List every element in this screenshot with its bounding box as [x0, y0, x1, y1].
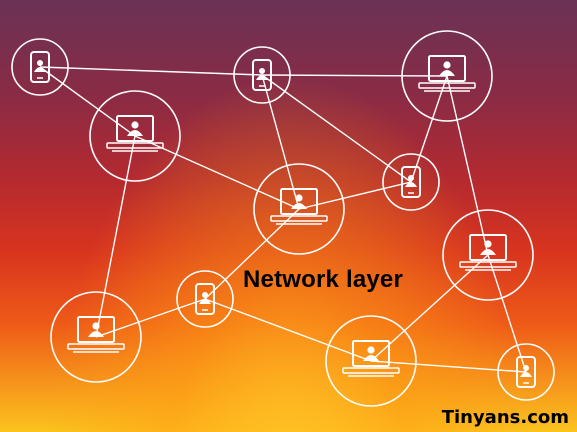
node-ring [233, 46, 291, 104]
node-laptop-bottom-left [50, 291, 142, 383]
connection-line [487, 254, 527, 373]
node-ring [382, 153, 440, 211]
smartphone-user-icon [401, 166, 421, 198]
node-ring [325, 315, 417, 407]
smartphone-user-icon [30, 51, 50, 83]
node-laptop-top-right [401, 30, 493, 122]
connection-line [261, 74, 300, 210]
laptop-user-icon [342, 340, 400, 377]
node-phone-top-left [11, 38, 69, 96]
node-ring [401, 30, 493, 122]
node-ring [497, 343, 555, 401]
connection-line [261, 74, 412, 183]
laptop-user-icon [459, 234, 517, 271]
connection-line [39, 66, 263, 76]
node-ring [253, 163, 345, 255]
node-phone-middle-right [382, 153, 440, 211]
node-laptop-right [442, 209, 534, 301]
connection-line [370, 360, 527, 373]
node-ring [11, 38, 69, 96]
node-ring [89, 90, 181, 182]
connection-line [261, 74, 448, 77]
connection-line [39, 66, 136, 137]
connection-line [134, 135, 300, 210]
node-ring [50, 291, 142, 383]
node-ring [176, 270, 234, 328]
smartphone-user-icon [195, 283, 215, 315]
node-laptop-center [253, 163, 345, 255]
laptop-user-icon [418, 55, 476, 92]
node-ring [442, 209, 534, 301]
node-laptop-upper-left [89, 90, 181, 182]
node-phone-bottom-right [497, 343, 555, 401]
smartphone-user-icon [252, 59, 272, 91]
laptop-user-icon [67, 316, 125, 353]
connection-line [410, 75, 448, 183]
connection-line [446, 75, 489, 256]
node-phone-top-center [233, 46, 291, 104]
smartphone-user-icon [516, 356, 536, 388]
connection-line [370, 254, 489, 362]
connection-line [95, 135, 136, 338]
node-laptop-bottom-center [325, 315, 417, 407]
laptop-user-icon [270, 188, 328, 225]
laptop-user-icon [106, 115, 164, 152]
watermark: Tinyans.com [441, 407, 569, 428]
connection-line [204, 298, 372, 362]
diagram-title: Network layer [243, 266, 404, 293]
node-phone-lower-center [176, 270, 234, 328]
